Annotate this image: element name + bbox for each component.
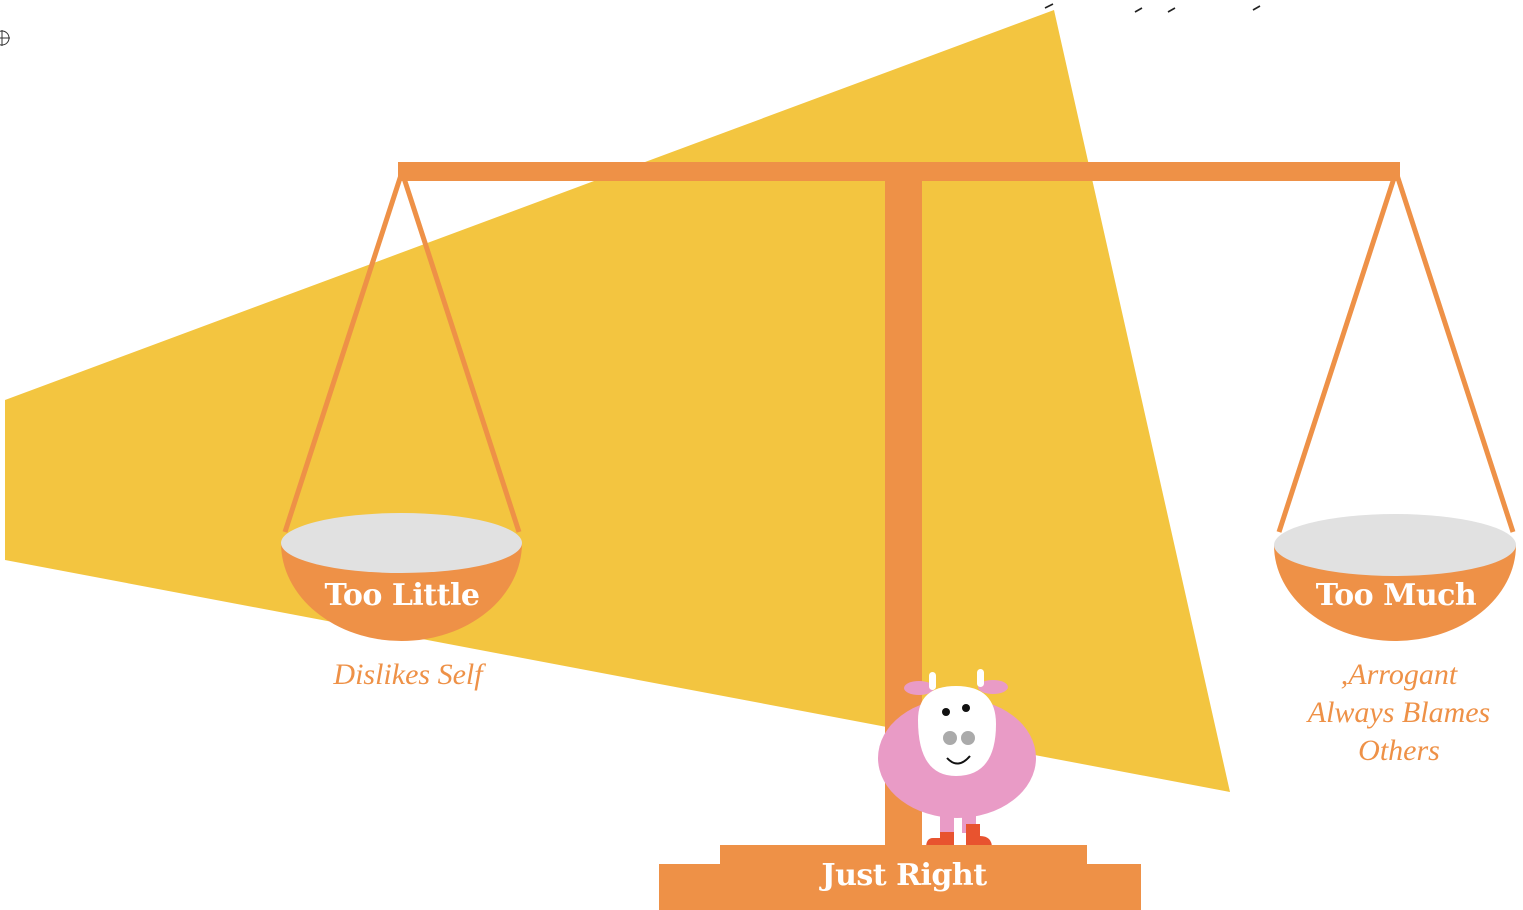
right-description-line: ,Arrogant [1268,656,1523,694]
crosshair-icon [0,30,10,46]
dash-marks [1045,4,1260,12]
too-much-label: Too Much [1274,578,1518,613]
right-description-line: Always Blames [1268,694,1523,732]
right-description-line: Others [1268,732,1523,770]
background-triangle [5,10,1230,792]
left-description-text: Dislikes Self [258,656,558,694]
just-right-label: Just Right [659,858,1149,893]
right-pan-strings [1279,172,1513,532]
too-little-label: Too Little [281,578,523,613]
left-description: Dislikes Self [258,656,558,694]
right-description: ,Arrogant Always Blames Others [1268,656,1523,770]
